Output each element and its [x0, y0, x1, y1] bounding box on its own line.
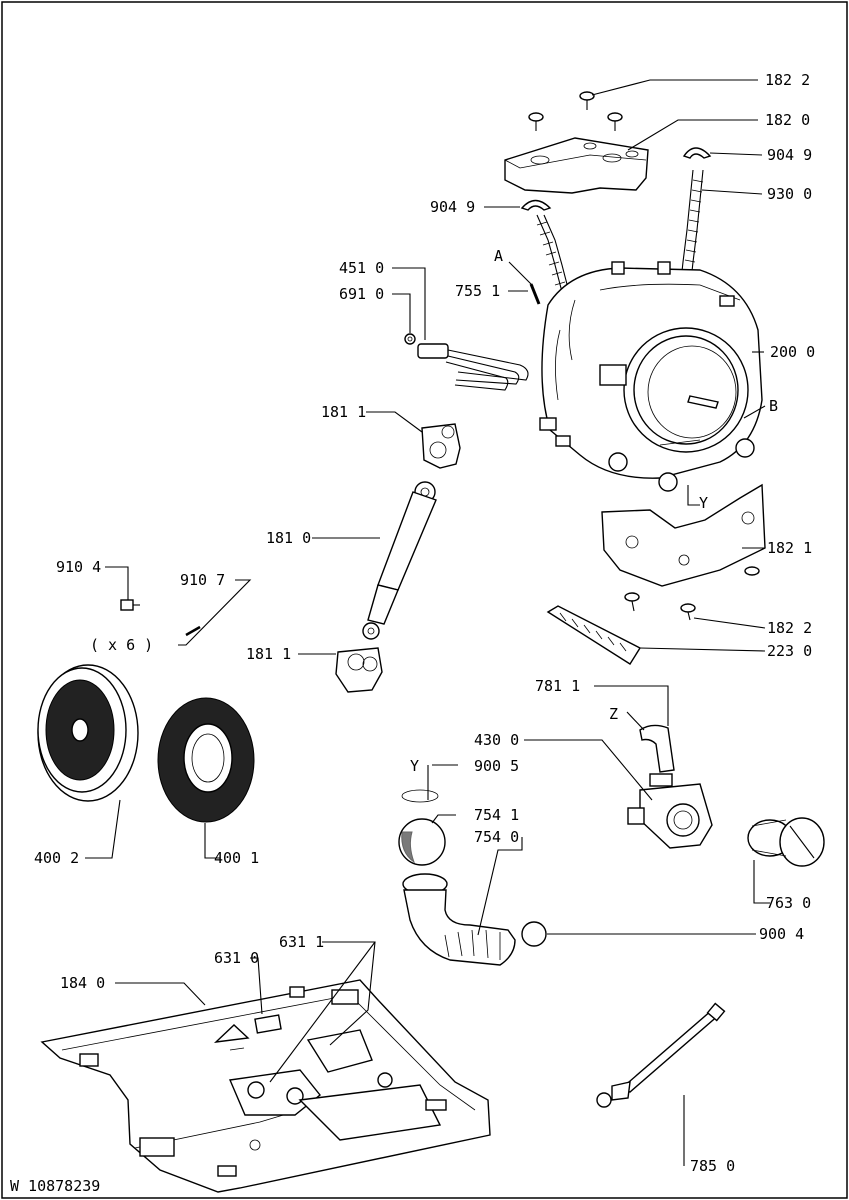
callout-904-9-left: 904 9 [430, 198, 475, 216]
motor-400-1 [157, 697, 255, 823]
callout-755-1: 755 1 [455, 282, 500, 300]
leader-lines [85, 79, 770, 1166]
callout-900-4: 900 4 [759, 925, 804, 943]
triangle-part [213, 1024, 250, 1051]
callout-Y-ring: Y [410, 757, 419, 775]
sump-hose-754-0 [402, 873, 516, 966]
damper-181-0 [362, 481, 437, 640]
callout-754-1: 754 1 [474, 806, 519, 824]
callout-181-1-bottom: 181 1 [246, 645, 291, 663]
drawing-number: W 10878239 [10, 1177, 100, 1195]
callout-A: A [494, 247, 503, 265]
callout-900-5: 900 5 [474, 757, 519, 775]
clamp-900-4 [521, 921, 547, 947]
callout-182-1: 182 1 [767, 539, 812, 557]
callout-781-1: 781 1 [535, 677, 580, 695]
inlet-hose-785 [596, 1002, 726, 1108]
counterweight-bottom [601, 483, 766, 587]
callout-691-0: 691 0 [339, 285, 384, 303]
callout-785-0: 785 0 [690, 1157, 735, 1175]
callout-181-0: 181 0 [266, 529, 311, 547]
callout-181-1-top: 181 1 [321, 403, 366, 421]
pin-755 [529, 283, 541, 305]
callout-631-1: 631 1 [279, 933, 324, 951]
drain-hose-781 [639, 724, 675, 773]
damper-mount-bottom [335, 647, 383, 693]
callout-Y-tub: Y [699, 494, 708, 512]
callout-754-0: 754 0 [474, 828, 519, 846]
part-223-0 [546, 605, 641, 665]
base-184-0 [40, 979, 491, 1193]
screws-182-2-bottom [624, 566, 760, 621]
heater-element [417, 343, 529, 391]
nut-691 [404, 333, 416, 345]
callout-910-7: 910 7 [180, 571, 225, 589]
callout-184-0: 184 0 [60, 974, 105, 992]
filter-763 [747, 817, 825, 867]
damper-mount-top [421, 423, 461, 469]
ring-900-5 [401, 789, 439, 803]
callout-Z: Z [609, 705, 618, 723]
callout-430-0: 430 0 [474, 731, 519, 749]
callout-182-0: 182 0 [765, 111, 810, 129]
callout-451-0: 451 0 [339, 259, 384, 277]
pulley-400-2 [37, 664, 139, 802]
callout-labels: 182 2 182 0 904 9 904 9 930 0 451 0 691 … [34, 71, 815, 1175]
spring-cap-right [682, 147, 712, 159]
callout-400-1: 400 1 [214, 849, 259, 867]
callout-400-2: 400 2 [34, 849, 79, 867]
callout-182-2: 182 2 [765, 71, 810, 89]
spring-cap-left [520, 199, 552, 211]
drain-pump-430 [627, 773, 713, 849]
callout-910-4: 910 4 [56, 558, 101, 576]
callout-x6: ( x 6 ) [90, 636, 153, 654]
screw-910-7 [185, 625, 201, 637]
tub-assembly [539, 261, 763, 492]
callout-182-2-bottom: 182 2 [767, 619, 812, 637]
counterweight-top [504, 137, 649, 194]
callout-763-0: 763 0 [766, 894, 811, 912]
callout-631-0: 631 0 [214, 949, 259, 967]
callout-200-0: 200 0 [770, 343, 815, 361]
ball-754-1 [398, 818, 446, 866]
part-631-0 [254, 1014, 282, 1034]
callout-B: B [769, 397, 778, 415]
callout-930-0: 930 0 [767, 185, 812, 203]
callout-223-0: 223 0 [767, 642, 812, 660]
callout-904-9-right: 904 9 [767, 146, 812, 164]
screw-910-4 [120, 599, 140, 611]
screw-182-2-top [528, 91, 623, 131]
